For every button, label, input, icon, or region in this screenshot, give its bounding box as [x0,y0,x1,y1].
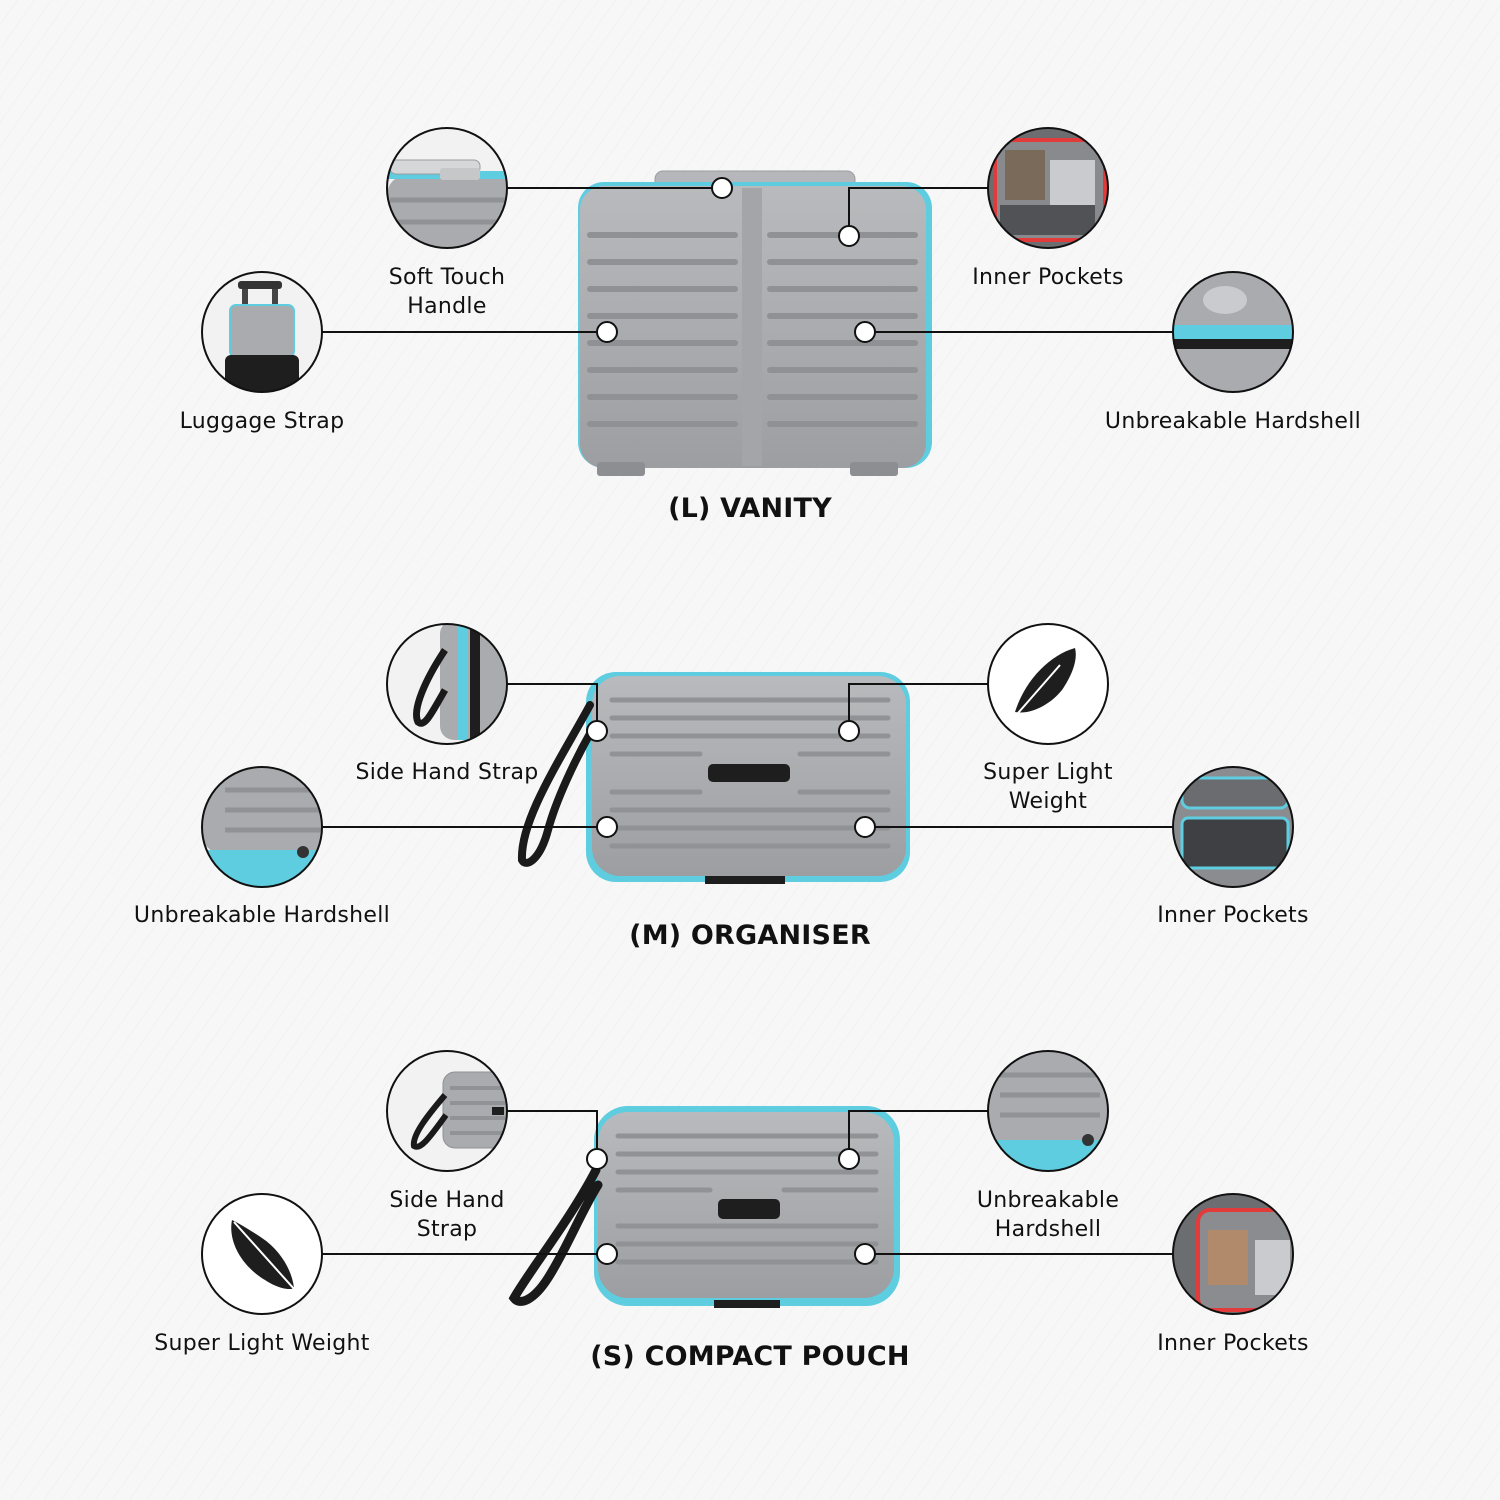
handle-closeup-icon [386,127,508,249]
wrist-strap-icon [508,1165,603,1306]
feather-icon [987,623,1109,745]
feature-label-luggage-strap: Luggage Strap [179,409,345,434]
feature-label-unbreakable-hardshell: Unbreakable Hardshell [133,903,391,928]
compact-pouch-hotspots [586,1148,876,1265]
luggage-strap-icon [201,271,323,393]
organiser-hotspots [586,720,876,838]
side-strap-closeup-icon [386,1050,508,1172]
section-title-compact-pouch: (S) COMPACT POUCH [590,1341,910,1372]
feather-icon [201,1193,323,1315]
feature-label-inner-pockets: Inner Pockets [972,265,1124,290]
feature-label-inner-pockets: Inner Pockets [1157,903,1309,928]
hardshell-closeup-icon [987,1050,1109,1172]
inner-pocket-icon [1172,1193,1294,1315]
organiser-leader-lines [322,683,1173,828]
section-compact-pouch [201,1050,1294,1315]
section-organiser [201,623,1294,888]
section-title-vanity: (L) VANITY [668,493,832,524]
feature-label-inner-pockets: Inner Pockets [1157,1331,1309,1356]
inner-pocket-icon [1172,766,1294,888]
inner-pocket-icon [987,127,1109,249]
vanity-hotspots [596,177,876,343]
organiser-case-image [517,672,910,884]
vanity-leader-lines [322,187,1173,333]
compact-pouch-image [508,1106,900,1308]
section-vanity [201,127,1294,476]
compact-pouch-leader-lines [322,1110,1173,1255]
feature-label-unbreakable-hardshell: Unbreakable Hardshell [1104,409,1362,434]
section-title-organiser: (M) ORGANISER [629,920,871,951]
vanity-case-image [578,170,932,476]
feature-label-super-light-weight: Super Light Weight [154,1331,370,1356]
feature-label-side-hand-strap: Side Hand Strap [355,760,539,785]
wrist-strap-icon [517,701,596,867]
